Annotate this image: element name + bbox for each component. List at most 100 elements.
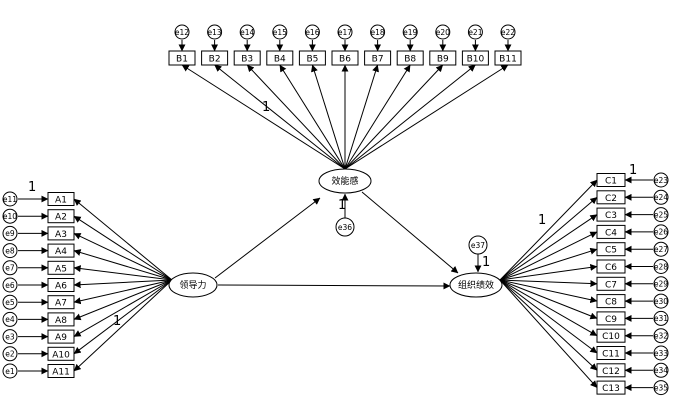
indicator-b1[interactable]: B1 (168, 50, 196, 66)
indicator-c10-label: C10 (602, 332, 620, 342)
indicator-b1-label: B1 (176, 55, 188, 65)
path-performance-c10 (499, 279, 598, 337)
error-e16[interactable]: e16 (304, 24, 320, 40)
error-e14[interactable]: e14 (239, 24, 255, 40)
latent-performance[interactable]: 组织绩效 (449, 272, 503, 298)
error-e23[interactable]: e23 (653, 172, 669, 188)
path-efficacy-b8 (344, 64, 411, 170)
error-e31[interactable]: e31 (653, 310, 669, 326)
indicator-c2[interactable]: C2 (596, 190, 626, 205)
error-e19[interactable]: e19 (402, 24, 418, 40)
error-e10[interactable]: e10 (2, 208, 18, 224)
indicator-a1[interactable]: A1 (47, 192, 75, 206)
error-e34[interactable]: e34 (653, 362, 669, 378)
indicator-a2[interactable]: A2 (47, 209, 75, 224)
error-e2[interactable]: e2 (2, 346, 18, 362)
path-leadership-a11 (73, 279, 173, 372)
error-e36[interactable]: e36 (335, 217, 355, 237)
indicator-c5[interactable]: C5 (596, 242, 626, 257)
indicator-a10[interactable]: A10 (47, 346, 75, 361)
path-efficacy-b5 (311, 64, 346, 170)
indicator-b7-label: B7 (372, 55, 384, 65)
indicator-c3[interactable]: C3 (596, 207, 626, 222)
error-e12[interactable]: e12 (174, 24, 190, 40)
error-e27[interactable]: e27 (653, 241, 669, 257)
path-performance-c13 (499, 279, 598, 388)
indicator-c6[interactable]: C6 (596, 259, 626, 274)
indicator-c8[interactable]: C8 (596, 294, 626, 309)
indicator-b8[interactable]: B8 (396, 50, 424, 66)
indicator-b6[interactable]: B6 (331, 50, 359, 66)
error-e8-label: e8 (5, 246, 15, 255)
path-leadership-a1 (73, 198, 173, 281)
error-e32[interactable]: e32 (653, 328, 669, 344)
indicator-a5[interactable]: A5 (47, 260, 75, 275)
indicator-b11[interactable]: B11 (494, 50, 522, 66)
error-e15[interactable]: e15 (272, 24, 288, 40)
indicator-b5[interactable]: B5 (298, 50, 326, 66)
error-e6[interactable]: e6 (2, 277, 18, 293)
path-leadership-a6 (73, 279, 173, 289)
indicator-b10[interactable]: B10 (461, 50, 489, 66)
latent-efficacy[interactable]: 效能感 (318, 168, 372, 194)
indicator-c11[interactable]: C11 (596, 346, 626, 360)
error-e1[interactable]: e1 (2, 363, 18, 379)
indicator-a7[interactable]: A7 (47, 295, 75, 310)
error-e33[interactable]: e33 (653, 345, 669, 361)
indicator-a9-label: A9 (55, 333, 67, 343)
path-leadership-efficacy (214, 197, 321, 279)
indicator-b3-label: B3 (241, 55, 253, 65)
indicator-b3[interactable]: B3 (233, 50, 261, 66)
indicator-c12[interactable]: C12 (596, 363, 626, 378)
indicator-c13[interactable]: C13 (596, 380, 626, 395)
path-performance-c4 (499, 231, 598, 281)
error-e4-label: e4 (5, 315, 15, 324)
indicator-b9[interactable]: B9 (429, 50, 457, 66)
error-e20[interactable]: e20 (435, 24, 451, 40)
indicator-b7[interactable]: B7 (364, 50, 392, 66)
error-e13[interactable]: e13 (207, 24, 223, 40)
indicator-c7[interactable]: C7 (596, 276, 626, 291)
error-e25-label: e25 (654, 210, 668, 219)
error-e5[interactable]: e5 (2, 294, 18, 310)
error-e30[interactable]: e30 (653, 293, 669, 309)
error-e35-label: e35 (654, 383, 668, 392)
error-e21[interactable]: e21 (467, 24, 483, 40)
error-e22[interactable]: e22 (500, 24, 516, 40)
indicator-b2[interactable]: B2 (201, 50, 229, 66)
indicator-c10[interactable]: C10 (596, 328, 626, 343)
indicator-a3[interactable]: A3 (47, 226, 75, 241)
coef-a-loading: 1 (113, 314, 121, 329)
error-e37[interactable]: e37 (468, 235, 488, 255)
error-e35[interactable]: e35 (653, 380, 669, 396)
coef-a-first: 1 (28, 180, 36, 195)
error-e24[interactable]: e24 (653, 189, 669, 205)
latent-leadership[interactable]: 领导力 (168, 272, 218, 298)
error-e7[interactable]: e7 (2, 260, 18, 276)
error-e18[interactable]: e18 (370, 24, 386, 40)
error-e3[interactable]: e3 (2, 329, 18, 345)
indicator-b4[interactable]: B4 (266, 50, 294, 66)
indicator-a4[interactable]: A4 (47, 243, 75, 258)
error-e25[interactable]: e25 (653, 207, 669, 223)
path-leadership-a7 (73, 279, 173, 305)
error-e9[interactable]: e9 (2, 225, 18, 241)
path-leadership-a9 (73, 279, 173, 338)
coef-e36: 1 (338, 198, 346, 213)
indicator-c4[interactable]: C4 (596, 224, 626, 239)
indicator-c9[interactable]: C9 (596, 311, 626, 326)
error-e4[interactable]: e4 (2, 311, 18, 327)
indicator-a6[interactable]: A6 (47, 278, 75, 292)
error-e17[interactable]: e17 (337, 24, 353, 40)
indicator-a9[interactable]: A9 (47, 329, 75, 344)
indicator-a11[interactable]: A11 (47, 364, 75, 378)
indicator-c1[interactable]: C1 (596, 173, 626, 187)
path-efficacy-b4 (279, 64, 346, 170)
error-e28[interactable]: e28 (653, 259, 669, 274)
error-e11[interactable]: e11 (2, 191, 18, 207)
error-e1-label: e1 (5, 367, 15, 376)
error-e26[interactable]: e26 (653, 224, 669, 240)
error-e29[interactable]: e29 (653, 276, 669, 292)
error-e8[interactable]: e8 (2, 243, 18, 259)
indicator-a8[interactable]: A8 (47, 312, 75, 327)
